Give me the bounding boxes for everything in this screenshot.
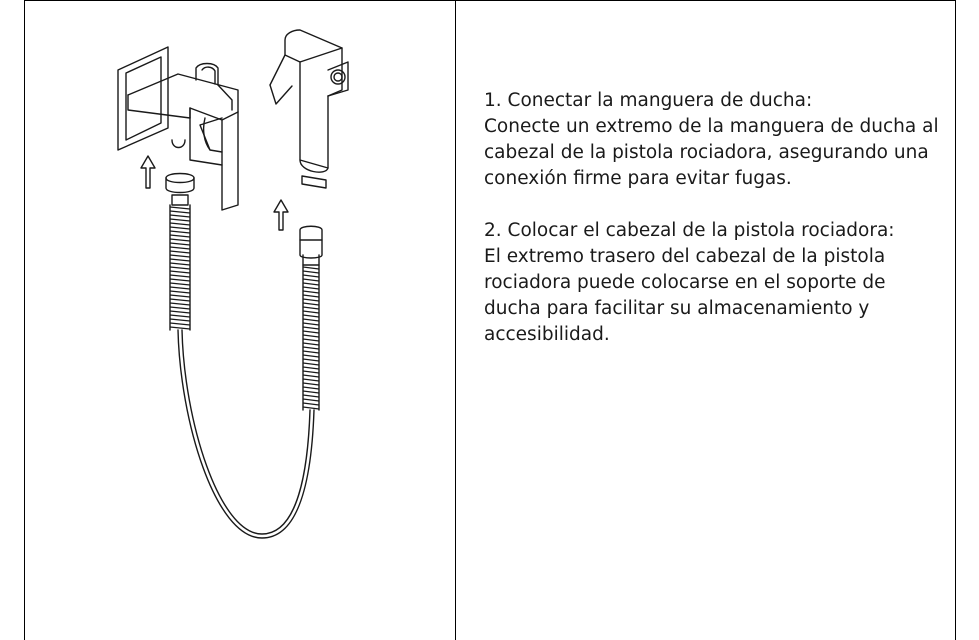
coil-ridge <box>302 270 320 274</box>
coil-ridge <box>302 290 320 294</box>
coil-ridge <box>302 398 320 402</box>
coil-ridge <box>302 298 320 302</box>
coil-ridge <box>302 406 320 410</box>
coil-ridge <box>169 274 191 278</box>
coil-ridge <box>302 374 320 378</box>
hose-coil-left-ridges <box>169 206 191 330</box>
coil-ridge <box>169 230 191 234</box>
coil-ridge <box>169 226 191 230</box>
coil-ridge <box>302 306 320 310</box>
step-1-title: 1. Conectar la manguera de ducha: <box>484 90 813 111</box>
coil-ridge <box>169 246 191 250</box>
coil-ridge <box>302 322 320 326</box>
coil-ridge <box>302 330 320 334</box>
coil-ridge <box>169 310 191 314</box>
step-2-body: El extremo trasero del cabezal de la pis… <box>484 246 886 345</box>
coil-ridge <box>302 358 320 362</box>
step-1: 1. Conectar la manguera de ducha: Conect… <box>484 88 944 192</box>
step-1-body: Conecte un extremo de la manguera de duc… <box>484 116 939 189</box>
coil-ridge <box>169 290 191 294</box>
coil-ridge <box>302 286 320 290</box>
coil-ridge <box>169 238 191 242</box>
hose-nut-left <box>165 172 195 206</box>
coil-ridge <box>302 314 320 318</box>
coil-ridge <box>169 222 191 226</box>
coil-ridge <box>302 346 320 350</box>
coil-ridge <box>302 370 320 374</box>
coil-ridge <box>302 326 320 330</box>
coil-ridge <box>302 386 320 390</box>
installation-illustration <box>117 29 349 539</box>
coil-ridge <box>169 282 191 286</box>
coil-ridge <box>169 322 191 326</box>
arrow-up-left-icon <box>140 155 156 189</box>
coil-ridge <box>302 294 320 298</box>
frame-top-border <box>24 0 956 1</box>
coil-ridge <box>302 278 320 282</box>
coil-ridge <box>169 206 191 210</box>
coil-ridge <box>302 266 320 270</box>
coil-ridge <box>169 218 191 222</box>
coil-ridge <box>169 242 191 246</box>
coil-ridge <box>302 302 320 306</box>
coil-ridge <box>302 350 320 354</box>
hose-coil-right <box>302 264 320 411</box>
coil-ridge <box>302 402 320 406</box>
spray-gun-drawing <box>269 29 349 189</box>
coil-ridge <box>169 298 191 302</box>
coil-ridge <box>169 270 191 274</box>
step-2: 2. Colocar el cabezal de la pistola roci… <box>484 218 944 348</box>
coil-ridge <box>302 354 320 358</box>
coil-ridge <box>302 310 320 314</box>
coil-ridge <box>169 302 191 306</box>
coil-ridge <box>302 334 320 338</box>
instructions-panel: 1. Conectar la manguera de ducha: Conect… <box>484 88 944 374</box>
document-frame <box>24 0 956 640</box>
coil-ridge <box>169 306 191 310</box>
coil-ridge <box>169 234 191 238</box>
coil-ridge <box>302 362 320 366</box>
coil-ridge <box>302 318 320 322</box>
coil-ridge <box>302 378 320 382</box>
coil-ridge <box>302 366 320 370</box>
hose-loop <box>177 329 315 539</box>
column-divider <box>455 0 456 640</box>
coil-ridge <box>169 254 191 258</box>
coil-ridge <box>169 318 191 322</box>
coil-ridge <box>169 286 191 290</box>
coil-ridge <box>169 326 191 330</box>
coil-ridge <box>169 262 191 266</box>
coil-ridge <box>302 282 320 286</box>
coil-ridge <box>169 314 191 318</box>
hose-coil-right-ridges <box>302 266 320 410</box>
shower-valve-drawing <box>117 46 239 211</box>
coil-ridge <box>169 258 191 262</box>
coil-ridge <box>302 338 320 342</box>
coil-ridge <box>169 210 191 214</box>
step-2-title: 2. Colocar el cabezal de la pistola roci… <box>484 220 895 241</box>
coil-ridge <box>169 266 191 270</box>
coil-ridge <box>302 274 320 278</box>
hose-fitting-right <box>299 225 323 266</box>
coil-ridge <box>169 214 191 218</box>
coil-ridge <box>302 382 320 386</box>
arrow-up-right-icon <box>273 199 289 231</box>
coil-ridge <box>169 250 191 254</box>
coil-ridge <box>169 278 191 282</box>
coil-ridge <box>302 394 320 398</box>
coil-ridge <box>302 342 320 346</box>
coil-ridge <box>169 294 191 298</box>
coil-ridge <box>302 390 320 394</box>
